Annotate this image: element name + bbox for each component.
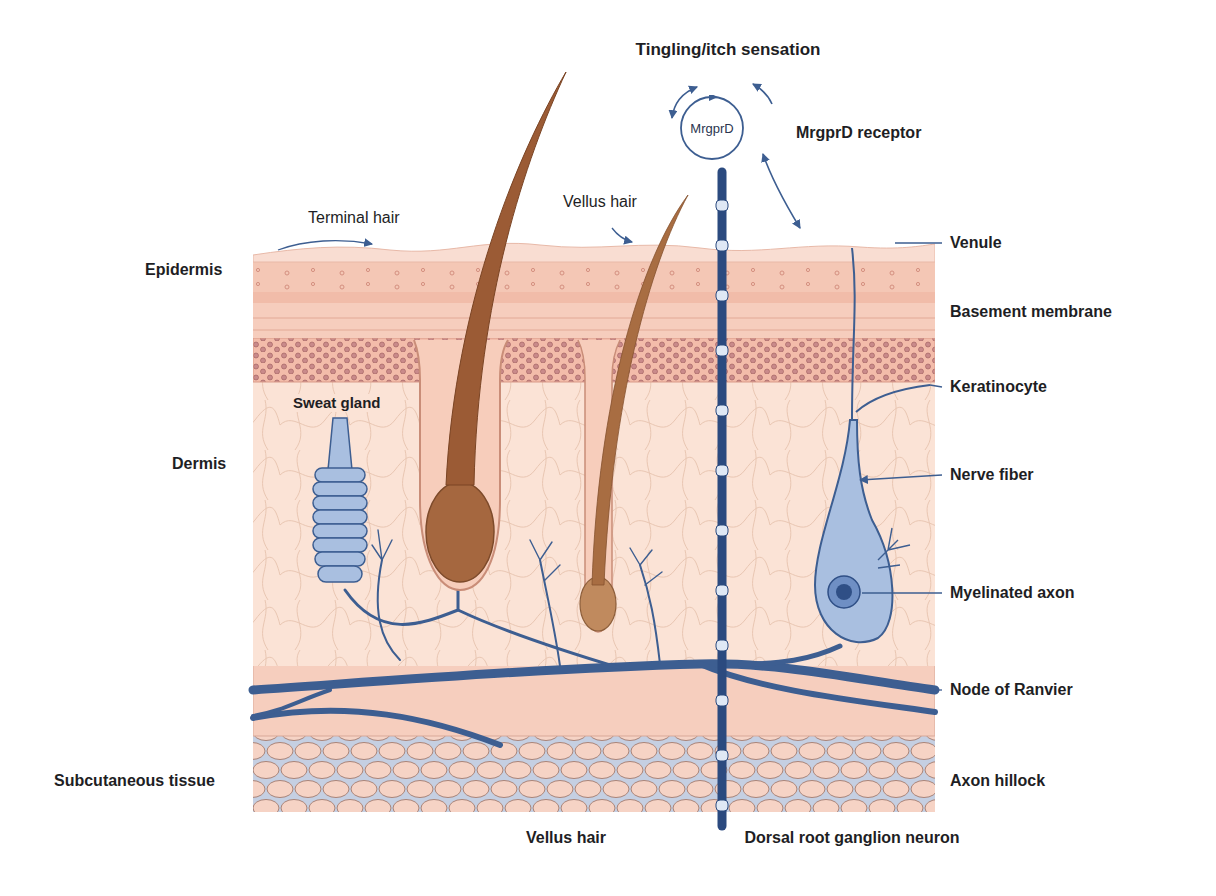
part-label: Keratinocyte: [950, 377, 1047, 396]
nerve-branch: [345, 590, 458, 624]
layer-label: Dermis: [172, 454, 226, 473]
nerve-branch: [253, 690, 330, 716]
gland-coil: [315, 468, 365, 482]
nerve-branch: [700, 664, 935, 712]
ranvier-node: [716, 525, 728, 536]
free-nerve-ending: [852, 248, 855, 420]
nerve-twig: [856, 385, 930, 412]
sensation-label: Tingling/itch sensation: [636, 40, 821, 60]
ranvier-node: [716, 800, 728, 811]
deep-dermis: [253, 664, 935, 736]
epidermis-cells: [253, 262, 935, 292]
ranvier-node: [716, 750, 728, 761]
part-label: Terminal hair: [308, 208, 400, 227]
ranvier-node: [716, 200, 728, 211]
dendrite: [878, 528, 910, 568]
ranvier-node: [716, 465, 728, 476]
nerve-branch: [253, 711, 500, 745]
ranvier-node: [716, 240, 728, 251]
gland-coil: [313, 496, 367, 510]
ranvier-node: [716, 585, 728, 596]
sweat-gland: [313, 418, 367, 582]
nerve-trunk: [253, 664, 935, 690]
hair-shaft: [592, 195, 688, 585]
myelinated-axon: [716, 172, 728, 826]
leader-line: [862, 592, 942, 593]
vellus-hair: [578, 195, 688, 632]
part-label: Myelinated axon: [950, 583, 1074, 602]
curved-arrow: [753, 84, 772, 104]
ranvier-node: [716, 345, 728, 356]
layer-line: [253, 330, 935, 331]
leader-lines: [278, 228, 942, 690]
nerve-ending: [372, 530, 392, 560]
sensory-neuron: [815, 248, 930, 642]
axon-shaft: [718, 172, 727, 826]
part-label: Dorsal root ganglion neuron: [744, 828, 959, 847]
part-label: Axon hillock: [950, 771, 1045, 790]
gland-coil: [313, 510, 367, 524]
leader-arrow: [860, 475, 942, 480]
receptor-circle: MrgprD: [679, 95, 745, 161]
part-label: Sweat gland: [290, 394, 384, 412]
leader-arrow: [278, 241, 372, 250]
activity-arrows: [672, 84, 800, 228]
part-label: Vellus hair: [526, 828, 606, 847]
ranvier-node: [716, 290, 728, 301]
receptor-label: MrgprD receptor: [796, 123, 921, 142]
gland-coil: [313, 538, 367, 552]
nerve-ending: [630, 548, 662, 585]
nerve-branch: [740, 646, 840, 664]
gland-coil: [313, 524, 367, 538]
part-label: Venule: [950, 233, 1002, 252]
leader-line: [935, 689, 942, 690]
leader-arrow: [612, 228, 632, 242]
sweat-duct: [328, 418, 352, 470]
part-label: Basement membrane: [950, 302, 1112, 321]
receptor-outline: [681, 97, 743, 159]
layer-line: [253, 318, 935, 319]
neuron-nucleus: [828, 576, 860, 608]
gland-coil: [315, 552, 365, 566]
nerve-ending: [530, 540, 560, 580]
leader-line: [930, 385, 942, 387]
terminal-hair: [414, 72, 566, 590]
receptor-name: MrgprD: [690, 121, 733, 136]
fat-cells: [253, 735, 935, 812]
layer-label: Subcutaneous tissue: [54, 771, 215, 790]
part-label: Node of Ranvier: [950, 680, 1073, 699]
nerve-branch: [378, 560, 400, 660]
granular-layer: [253, 292, 935, 303]
illustration-part: [716, 200, 728, 811]
part-label: Vellus hair: [563, 192, 637, 211]
hair-shaft: [446, 72, 566, 485]
part-label: Nerve fiber: [950, 465, 1034, 484]
leader-line: [895, 242, 942, 243]
ranvier-node: [716, 640, 728, 651]
curved-arrow: [763, 154, 800, 228]
ranvier-node: [716, 405, 728, 416]
cycle-arrowhead: [709, 95, 718, 101]
gland-coil: [318, 566, 362, 582]
neuron-body: [815, 420, 892, 642]
hair-bulb: [426, 482, 494, 582]
skin-surface: [253, 243, 935, 262]
skin-layers: [253, 243, 935, 812]
gland-coil: [313, 482, 367, 496]
layer-label: Epidermis: [145, 260, 222, 279]
nerve-branch: [640, 565, 660, 664]
spinous-layer: [253, 303, 935, 338]
nucleolus: [836, 584, 852, 600]
ranvier-node: [716, 695, 728, 706]
